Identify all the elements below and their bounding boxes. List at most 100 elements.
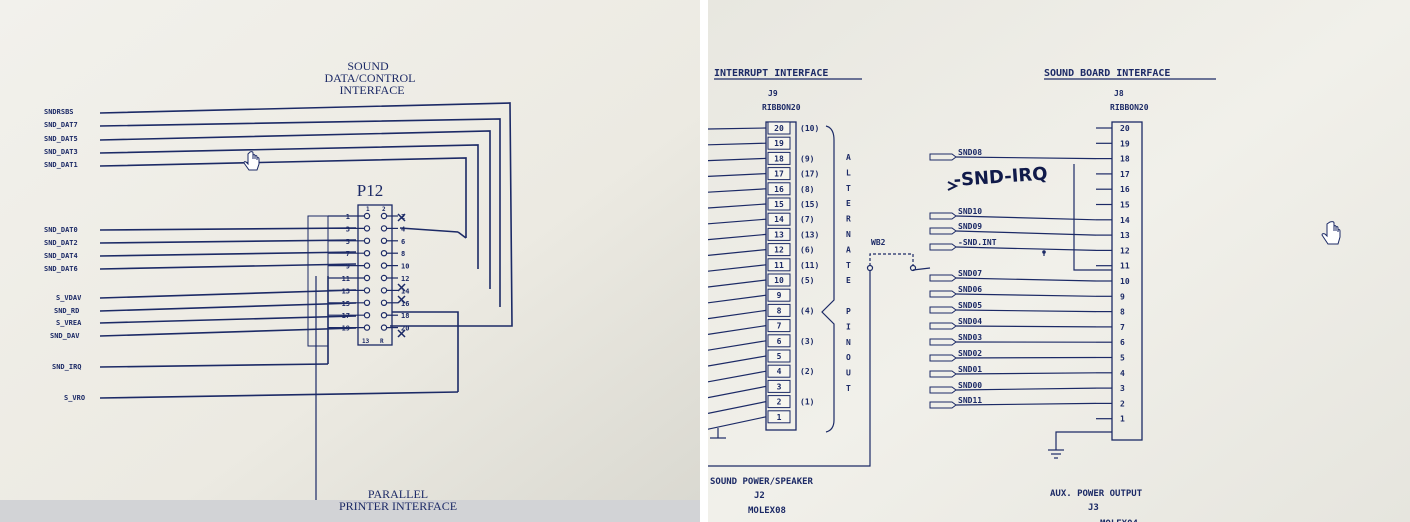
- net-label: SND02: [958, 349, 982, 358]
- j9-wire: [708, 385, 767, 399]
- j9-pin-box: [767, 273, 791, 287]
- j9-pin-number: 13: [774, 230, 784, 239]
- net-wire: [955, 309, 1097, 313]
- photo-divider: [700, 0, 708, 522]
- sound-power-title: SOUND POWER/SPEAKER: [710, 477, 814, 487]
- j9-pin-number: 9: [777, 291, 782, 300]
- alt-pin-label: (4): [800, 306, 814, 315]
- alternate-letter: L: [846, 168, 851, 177]
- net-flag: [929, 401, 957, 409]
- p12-pin-right: [380, 324, 388, 331]
- j9-pin-number: 5: [777, 352, 782, 361]
- j9-wire: [708, 188, 767, 193]
- p12-pin-left: [363, 287, 371, 294]
- j9-wire: [708, 233, 767, 241]
- right-schematic: INTERRUPT INTERFACE J9 RIBBON20 20191817…: [708, 0, 1410, 522]
- interrupt-interface-title: INTERRUPT INTERFACE: [714, 68, 828, 79]
- alt-pin-label: (10): [800, 124, 819, 133]
- j9-pin-number: 14: [774, 215, 784, 224]
- j8-pin-number: 2: [1120, 399, 1125, 408]
- p12-pin-right: [380, 312, 388, 319]
- net-wire: [955, 387, 1097, 391]
- signal-label-mid-3: SND_DAT6: [44, 265, 78, 273]
- j9-pin-number: 8: [777, 306, 782, 315]
- wb2-jumper: [869, 253, 914, 266]
- j8-pin-number: 10: [1120, 277, 1130, 286]
- top-signal-wires: [99, 102, 513, 327]
- j9-pin-number: 10: [774, 276, 784, 285]
- p12-pin-number-left: 3: [346, 225, 350, 233]
- net-wire: [955, 156, 1097, 160]
- alternate-letter: R: [846, 215, 851, 224]
- alt-pin-label: (7): [800, 215, 814, 224]
- j8-pin-number: 15: [1120, 201, 1130, 210]
- net-labels: SND08SND10SND09-SND.INTSND07SND06SND05SN…: [929, 148, 1097, 409]
- net-flag: [929, 243, 957, 251]
- p12-header-body: [357, 204, 393, 346]
- net-wire: [955, 230, 1097, 236]
- j8-pin-number: 17: [1120, 170, 1130, 179]
- net-label: SND03: [958, 333, 982, 342]
- alt-pin-label: (11): [800, 261, 819, 270]
- net-label: SND09: [958, 222, 982, 231]
- j9-pin-number: 2: [777, 398, 782, 407]
- net-wire-snd08-route: [1073, 164, 1112, 271]
- p12-pin-left: [363, 312, 371, 319]
- net-flag: [929, 306, 957, 314]
- net-junction-dot: [1042, 250, 1046, 254]
- j9-pin-box: [767, 197, 791, 211]
- net-wire: [955, 293, 1097, 297]
- pinout-letter: N: [846, 338, 851, 347]
- net-wire: [955, 356, 1097, 359]
- net-flag: [929, 338, 957, 346]
- net-flag: [929, 227, 957, 235]
- net-label: SND11: [958, 396, 982, 405]
- p12-pin-number-right: 12: [401, 275, 409, 283]
- j9-pin-box: [767, 319, 791, 333]
- j8-pin-number: 19: [1120, 139, 1130, 148]
- j9-pin-box: [767, 243, 791, 257]
- alt-pin-label: (2): [800, 367, 814, 376]
- j9-wire: [708, 309, 767, 320]
- j9-wire: [708, 401, 767, 414]
- j9-pin-box: [767, 227, 791, 241]
- j9-wire: [708, 340, 767, 351]
- net-label: SND08: [958, 148, 982, 157]
- net-wire: [955, 372, 1097, 375]
- alt-pin-label: (8): [800, 185, 814, 194]
- j9-pin-box: [767, 364, 791, 378]
- p12-pin-number-left: 5: [346, 238, 350, 246]
- j9-pin-number: 7: [777, 322, 782, 331]
- p12-pin-number-right: 2: [401, 213, 405, 221]
- j2-name: J2: [754, 491, 765, 501]
- alt-pin-label: (17): [800, 170, 819, 179]
- j8-ground-wire: [1055, 431, 1112, 450]
- data-signal-wires: [99, 227, 357, 270]
- j9-pin-box: [767, 334, 791, 348]
- p12-pin-number-right: 20: [401, 325, 409, 333]
- j9-wire: [708, 325, 767, 335]
- net-label: SND00: [958, 381, 982, 390]
- j9-wire: [708, 264, 767, 272]
- p12-pin-left: [363, 249, 371, 257]
- net-flag: [929, 354, 957, 362]
- net-label: SND01: [958, 365, 982, 374]
- j9-pin-number: 20: [774, 124, 784, 133]
- alternate-letter: T: [846, 184, 851, 193]
- net-wire: [955, 246, 1097, 251]
- p12-pin-left: [363, 299, 371, 306]
- net-flag: [929, 274, 957, 282]
- title-line-2: DATA/CONTROL: [324, 71, 415, 85]
- alt-pin-label: (13): [800, 230, 819, 239]
- p12-pin-right: [380, 299, 388, 306]
- j9-wires: [708, 127, 767, 430]
- sound-board-title: SOUND BOARD INTERFACE: [1044, 68, 1170, 79]
- j9-wire: [708, 142, 767, 146]
- alt-pin-label: (1): [800, 398, 814, 407]
- j8-pin-number: 8: [1120, 308, 1125, 317]
- pinout-letter: I: [846, 322, 851, 331]
- net-label: SND04: [958, 317, 982, 326]
